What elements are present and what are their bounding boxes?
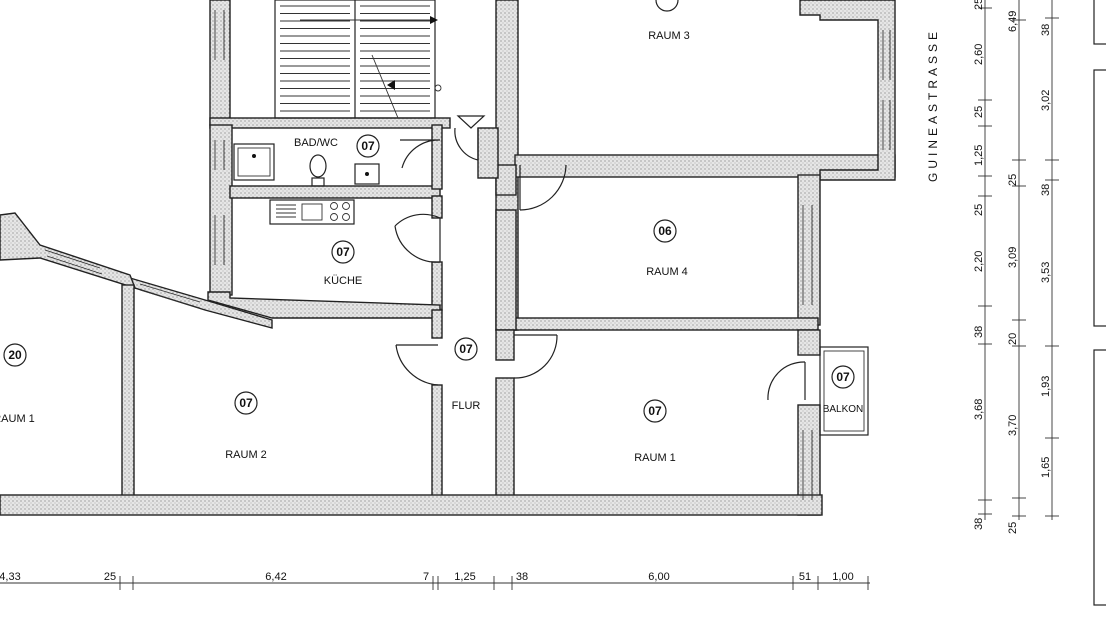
room-label-raum4: RAUM 4 (646, 266, 688, 278)
kitchen-counter (269, 199, 355, 225)
windows (44, 10, 891, 500)
dim-right-c3-4: 1,93 (1040, 376, 1052, 397)
room-label-raum1: RAUM 1 (634, 452, 676, 464)
room-label-balkon: BALKON (823, 404, 864, 415)
dim-bottom-4: 1,25 (454, 571, 475, 583)
dim-right-c1-2: 25 (973, 106, 985, 118)
dim-right-c1-5: 2,20 (973, 251, 985, 272)
room-num-raum1-left: 20 (8, 348, 22, 362)
dim-right-c1-3: 1,25 (973, 145, 985, 166)
dim-bottom-1: 25 (104, 571, 116, 583)
dim-right-c1-1: 2,60 (973, 44, 985, 65)
room-label-badwc: BAD/WC (294, 137, 338, 149)
dim-bottom-7: 51 (799, 571, 811, 583)
walls (0, 0, 896, 516)
room-num-raum2: 07 (239, 396, 253, 410)
dim-bottom-3: 7 (423, 571, 429, 583)
dim-right-c1-0: 25 (973, 0, 985, 10)
room-label-raum3: RAUM 3 (648, 30, 690, 42)
dim-bottom-0: 4,33 (0, 571, 21, 583)
room-num-kueche: 07 (336, 245, 350, 259)
room-num-balkon: 07 (836, 370, 850, 384)
dim-right-c3-3: 3,53 (1040, 262, 1052, 283)
dim-right-c2-4: 3,70 (1007, 415, 1019, 436)
staircase (274, 0, 442, 119)
dim-right-c3-0: 38 (1040, 24, 1052, 36)
balcony (819, 346, 869, 436)
dim-right-c2-2: 3,09 (1007, 247, 1019, 268)
room-label-raum2: RAUM 2 (225, 449, 267, 461)
dim-bottom-2: 6,42 (265, 571, 286, 583)
street-name: GUINEASTRASSE (926, 28, 940, 182)
right-dimension-lines (984, 0, 1053, 520)
dim-bottom-6: 6,00 (648, 571, 669, 583)
room-num-raum1: 07 (648, 404, 662, 418)
dim-right-c2-0: 6,49 (1007, 11, 1019, 32)
room-num-flur: 07 (459, 342, 473, 356)
doors (394, 115, 806, 401)
room-label-raum1-left: RAUM 1 (0, 413, 35, 425)
room-num-raum4: 06 (658, 224, 672, 238)
room-num-badwc: 07 (361, 139, 375, 153)
dim-bottom-5: 38 (516, 571, 528, 583)
room-label-flur: FLUR (452, 400, 481, 412)
room-number-circles (3, 0, 855, 423)
bottom-dimension-line (0, 576, 870, 590)
dim-right-c2-3: 20 (1007, 333, 1019, 345)
room-label-kueche: KÜCHE (324, 275, 363, 287)
adjacent-plan-edge (1093, 0, 1106, 606)
dim-right-c1-8: 38 (973, 518, 985, 530)
bath-fixtures (233, 143, 380, 187)
dim-right-c1-4: 25 (973, 204, 985, 216)
dim-right-c1-6: 38 (973, 326, 985, 338)
dim-right-c3-1: 3,02 (1040, 90, 1052, 111)
dim-bottom-8: 1,00 (832, 571, 853, 583)
dim-right-c3-5: 1,65 (1040, 457, 1052, 478)
dim-right-c2-1: 25 (1007, 174, 1019, 186)
dim-right-c1-7: 3,68 (973, 399, 985, 420)
dim-right-c2-5: 25 (1007, 522, 1019, 534)
dim-right-c3-2: 38 (1040, 184, 1052, 196)
